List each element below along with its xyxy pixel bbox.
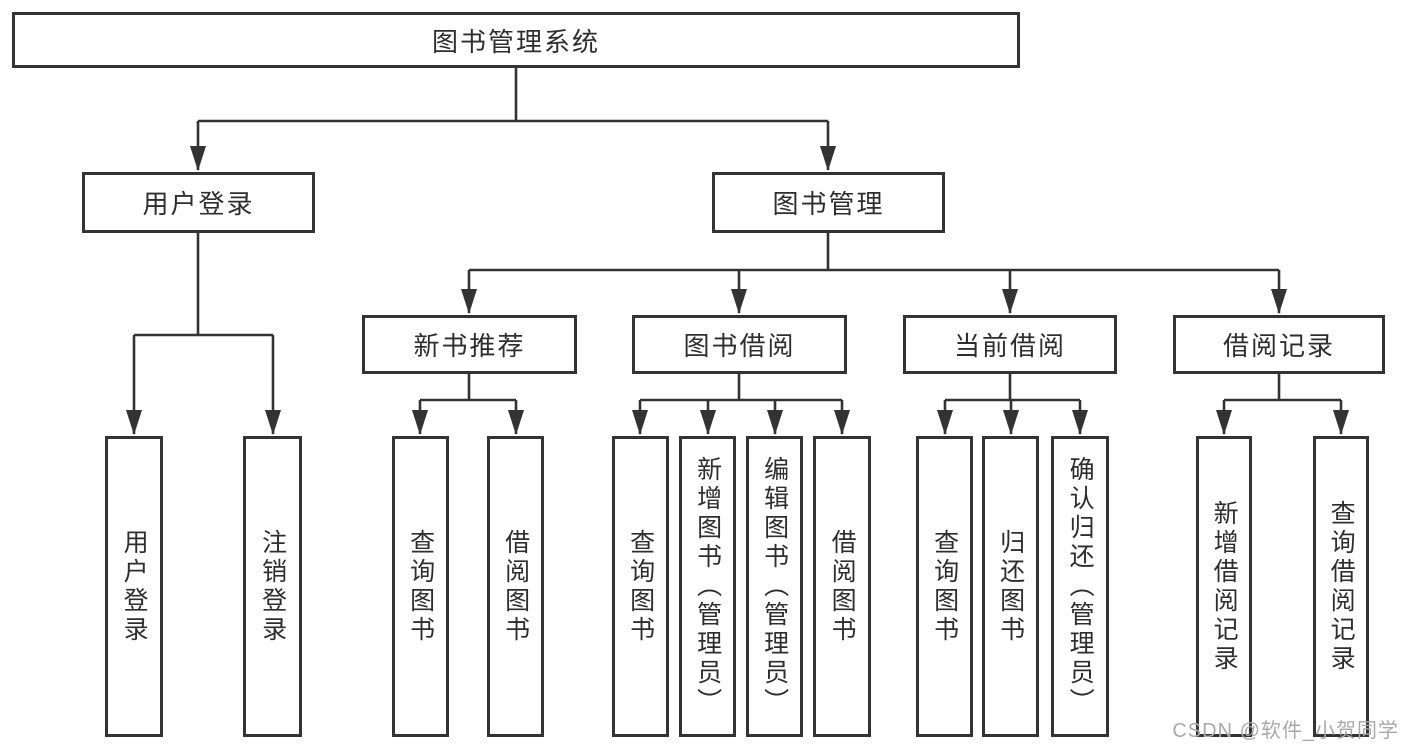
node-user-login: 用户登录	[82, 172, 315, 233]
leaf-query-books: 查询图书	[612, 436, 669, 737]
node-book-borrow: 图书借阅	[632, 315, 847, 374]
leaf-borrow-books: 借阅图书	[813, 436, 871, 737]
node-label: 借阅图书	[828, 528, 857, 645]
node-label: 图书管理系统	[431, 26, 600, 57]
node-label: 当前借阅	[953, 331, 1066, 361]
node-new-book-recommend: 新书推荐	[362, 315, 577, 374]
node-label: 归还图书	[996, 528, 1025, 645]
leaf-add-books-admin: 新增图书（管理员）	[679, 436, 736, 737]
arrowheads	[126, 146, 1349, 435]
node-label: 借阅图书	[501, 528, 530, 645]
node-borrow-records: 借阅记录	[1173, 315, 1385, 374]
connector-strokes	[132, 67, 1343, 434]
csdn-watermark: CSDN @软件_小贺同学	[1172, 720, 1399, 742]
leaf-edit-books-admin: 编辑图书（管理员）	[746, 436, 803, 737]
node-root-system: 图书管理系统	[12, 12, 1020, 68]
leaf-add-borrow-record: 新增借阅记录	[1196, 436, 1252, 737]
node-label: 编辑图书（管理员）	[760, 456, 789, 717]
leaf-query-books: 查询图书	[916, 436, 973, 737]
node-label: 查询借阅记录	[1327, 499, 1356, 674]
node-label: 查询图书	[406, 528, 435, 645]
leaf-logout: 注销登录	[243, 436, 302, 737]
leaf-query-borrow-record: 查询借阅记录	[1313, 436, 1369, 737]
leaf-query-books: 查询图书	[392, 436, 449, 737]
node-label: 新增借阅记录	[1210, 499, 1239, 674]
node-current-borrow: 当前借阅	[903, 315, 1117, 374]
node-label: 确认归还（管理员）	[1066, 456, 1095, 717]
node-label: 用户登录	[142, 189, 255, 219]
leaf-return-books: 归还图书	[982, 436, 1039, 737]
leaf-confirm-return-admin: 确认归还（管理员）	[1051, 436, 1109, 737]
node-label: 新书推荐	[413, 331, 526, 361]
node-label: 借阅记录	[1222, 331, 1335, 361]
leaf-borrow-books: 借阅图书	[487, 436, 544, 737]
node-label: 图书管理	[772, 189, 885, 219]
node-label: 新增图书（管理员）	[693, 456, 722, 717]
node-label: 注销登录	[258, 528, 287, 645]
node-label: 查询图书	[930, 528, 959, 645]
node-label: 图书借阅	[683, 331, 796, 361]
leaf-user-login: 用户登录	[105, 436, 163, 737]
node-book-management: 图书管理	[712, 172, 945, 233]
node-label: 查询图书	[626, 528, 655, 645]
node-label: 用户登录	[120, 528, 149, 645]
